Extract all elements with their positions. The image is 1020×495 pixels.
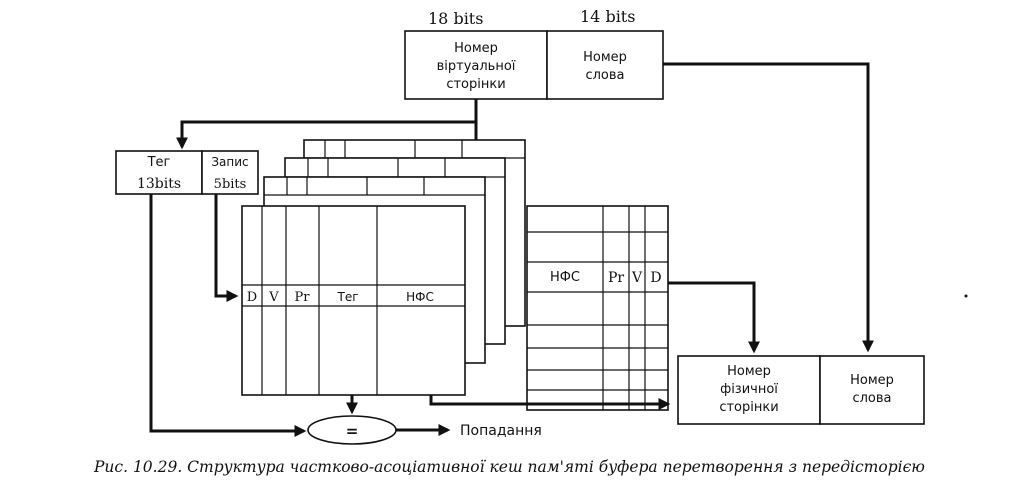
table-to-physical-page-arrow [429, 395, 671, 410]
virtual-word-line1: Номер [583, 50, 627, 65]
tag-label: Тег [147, 155, 171, 170]
back-col-v: V [631, 270, 643, 286]
tag-box [115, 150, 203, 195]
front-col-nfs: НФС [406, 290, 434, 304]
hit-label: Попадання [460, 423, 542, 439]
front-col-v: V [268, 290, 279, 305]
front-table [241, 205, 466, 396]
physical-page-line2: фізичної [720, 382, 778, 397]
record-bits-label: 5bits [214, 177, 247, 192]
nfs-to-physical-page-arrow [668, 281, 760, 354]
tag-bits-label: 13bits [137, 176, 181, 192]
physical-page-line3: сторінки [719, 400, 778, 415]
back-col-nfs: НФС [550, 270, 580, 285]
physical-word-line2: слова [852, 391, 891, 406]
bits-18-label: 18 bits [428, 9, 483, 28]
back-table [526, 205, 669, 411]
virtual-page-line3: сторінки [446, 77, 505, 92]
back-col-pr: Pr [608, 270, 624, 286]
figure-caption: Рис. 10.29. Структура частково-асоціатив… [93, 458, 925, 476]
comparator-symbol: = [346, 422, 359, 440]
word-to-physical-word-arrow [663, 62, 874, 353]
bits-14-label: 14 bits [580, 7, 635, 26]
back-col-d: D [650, 270, 661, 286]
virtual-page-box [404, 30, 548, 100]
virtual-word-line2: слова [585, 68, 624, 83]
record-label: Запис [211, 155, 248, 169]
record-to-table-arrow [214, 194, 239, 302]
tag-to-comparator-arrow [149, 194, 307, 437]
virtual-page-line1: Номер [454, 41, 498, 56]
front-col-d: D [247, 290, 257, 305]
front-col-tag: Тег [336, 290, 358, 304]
record-box [201, 150, 259, 195]
stray-dot [964, 294, 968, 298]
front-col-pr: Pr [295, 290, 311, 305]
physical-word-box [819, 355, 925, 425]
physical-word-line1: Номер [850, 373, 894, 388]
physical-page-line1: Номер [727, 364, 771, 379]
virtual-page-line2: віртуальної [437, 59, 516, 74]
virtual-word-box [546, 30, 664, 100]
